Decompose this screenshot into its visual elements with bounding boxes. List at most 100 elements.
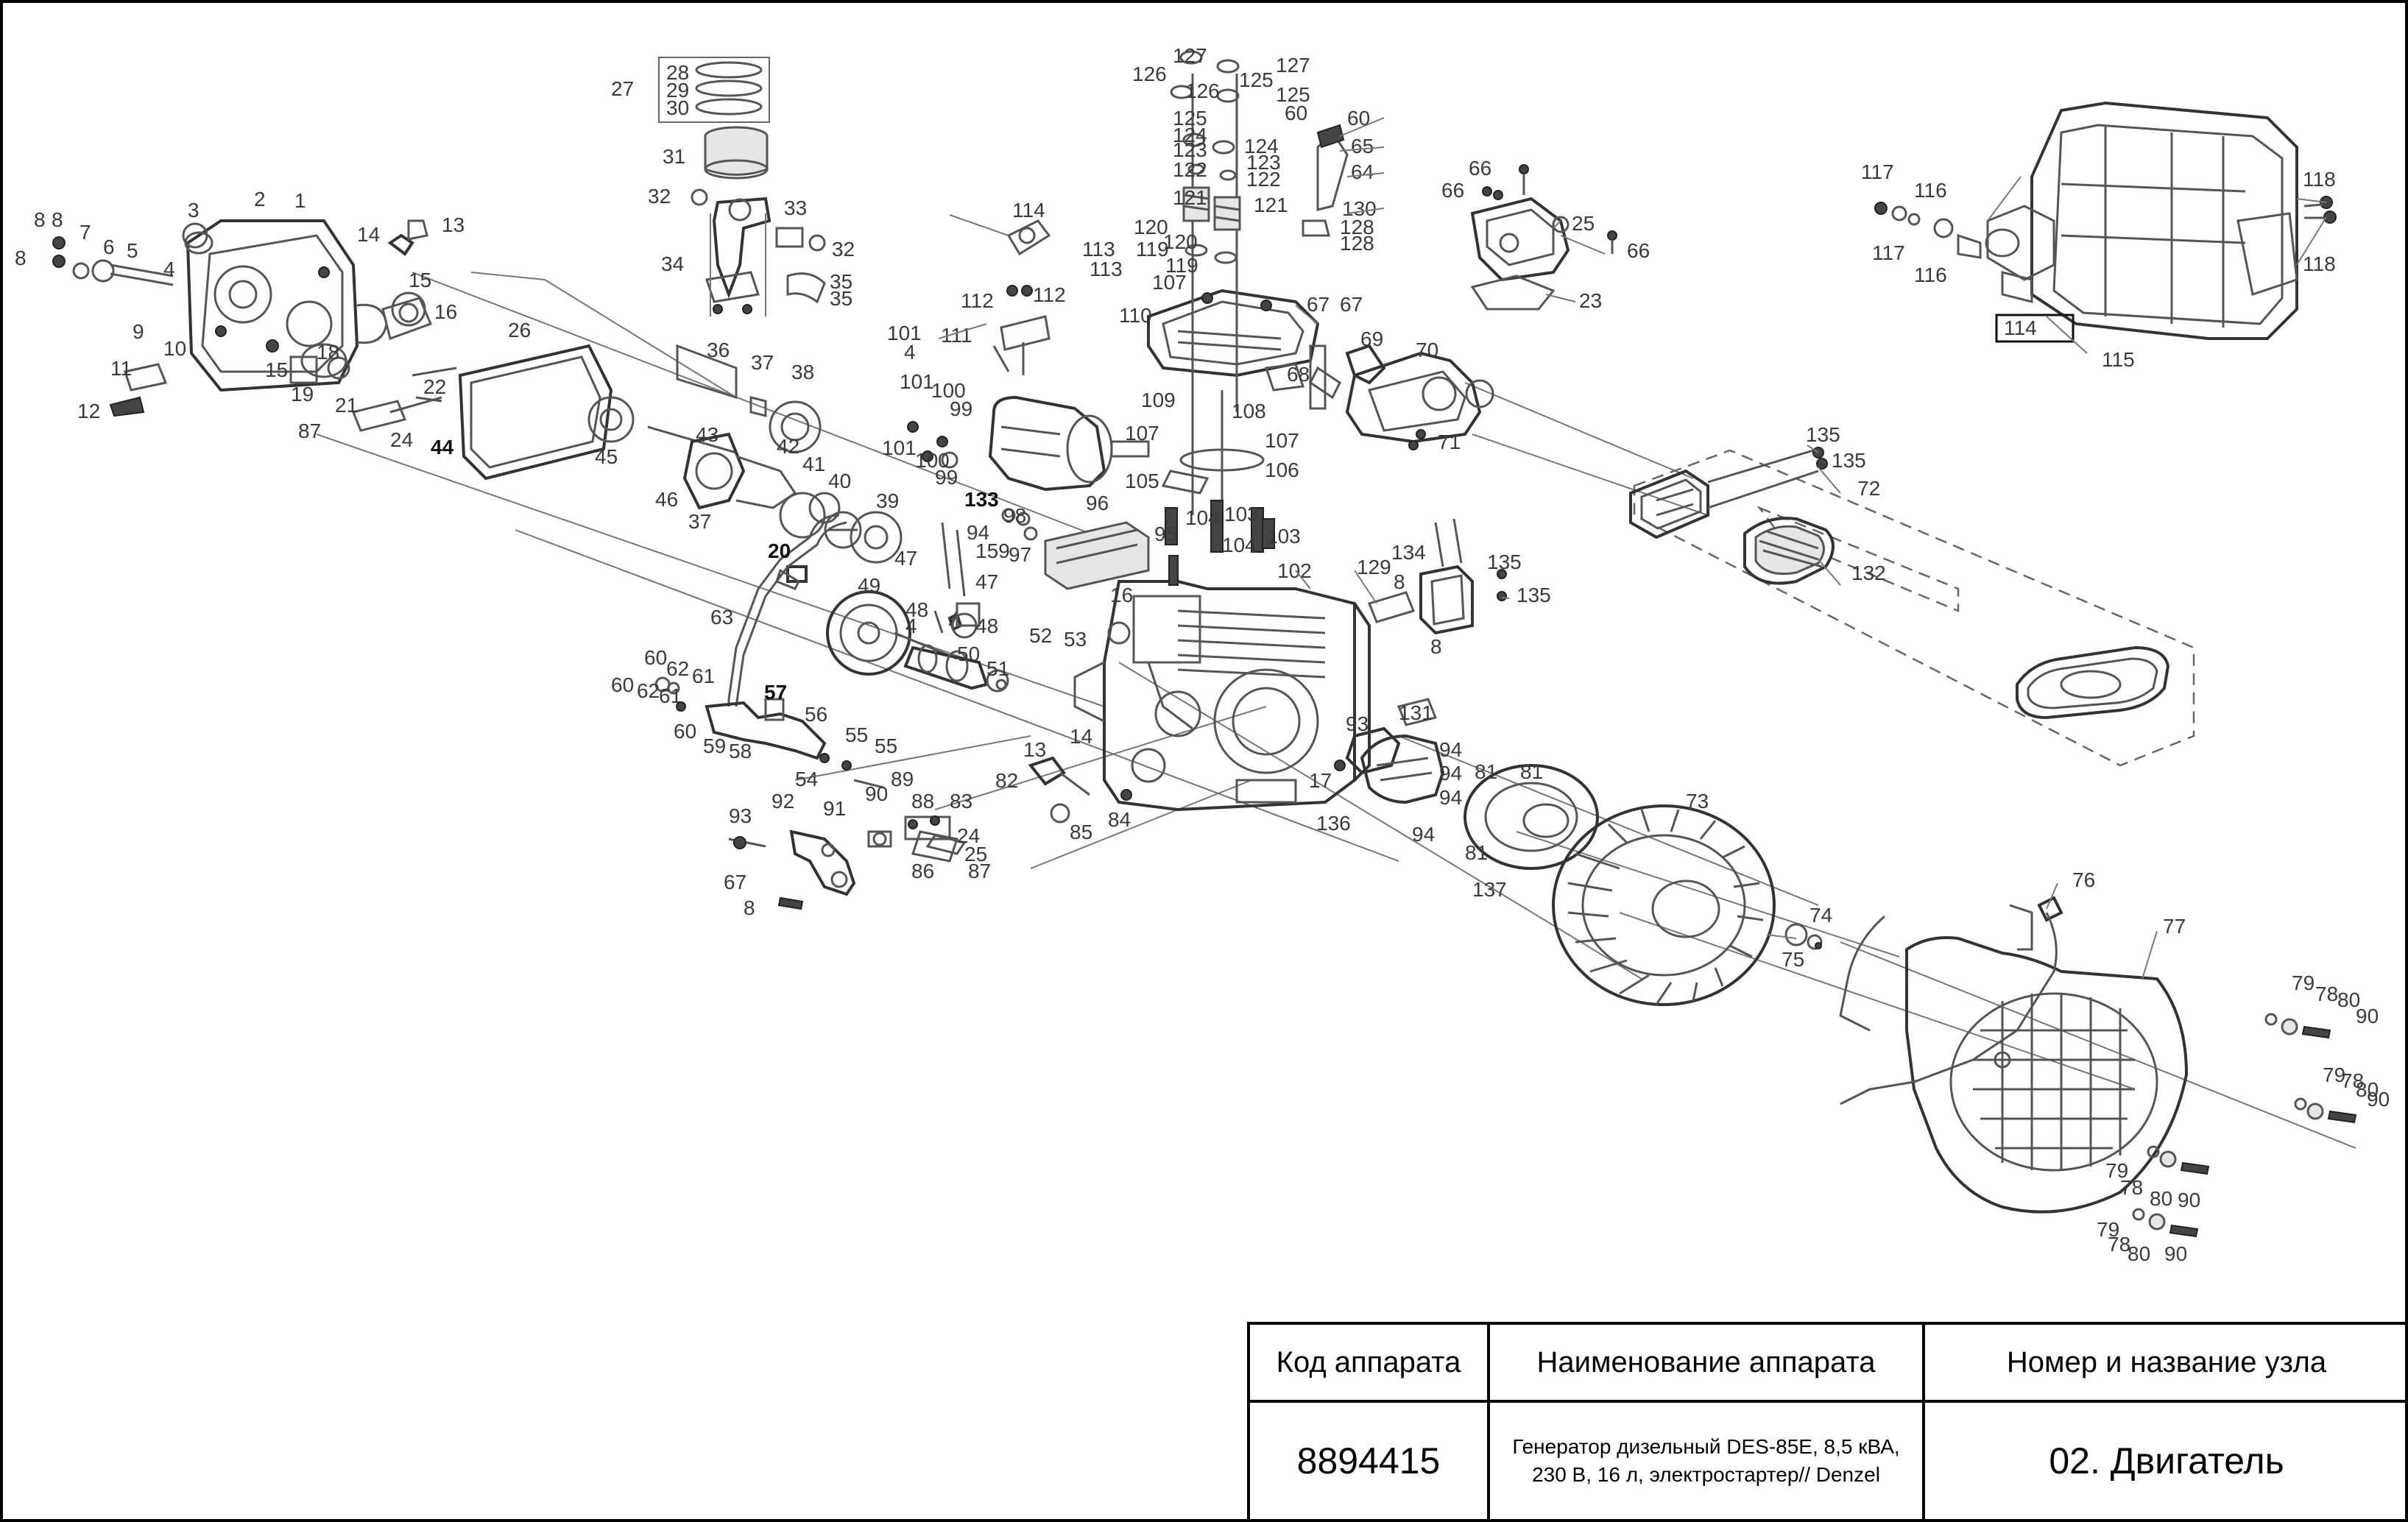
part-label: 47 bbox=[975, 570, 998, 593]
part-label: 90 bbox=[2164, 1242, 2187, 1265]
part-label: 66 bbox=[1469, 157, 1491, 180]
part-label: 120 bbox=[1134, 216, 1168, 238]
rocker-arm-and-starter bbox=[907, 219, 1150, 639]
part-label: 24 bbox=[957, 824, 980, 847]
part-label: 122 bbox=[1246, 168, 1281, 191]
part-label: 13 bbox=[1023, 738, 1046, 761]
part-label: 123 bbox=[1173, 138, 1207, 161]
part-label: 81 bbox=[1520, 760, 1543, 783]
part-label: 89 bbox=[891, 768, 914, 790]
part-label: 131 bbox=[1399, 701, 1433, 724]
part-label: 124 bbox=[1244, 135, 1279, 157]
part-label: 90 bbox=[2356, 1005, 2379, 1027]
part-label: 11 bbox=[110, 357, 132, 380]
part-label: 107 bbox=[1265, 429, 1299, 452]
part-label: 94 bbox=[967, 521, 989, 544]
part-label: 80 bbox=[2337, 988, 2360, 1011]
part-label: 8 bbox=[1430, 635, 1442, 658]
part-label: 55 bbox=[875, 735, 897, 757]
part-label: 35 bbox=[830, 270, 852, 293]
part-label: 45 bbox=[595, 445, 618, 468]
part-label: 80 bbox=[2128, 1242, 2150, 1265]
part-label: 16 bbox=[1110, 584, 1133, 606]
oil-pipe-and-fuel-pump bbox=[654, 514, 852, 771]
part-label: 159 bbox=[975, 539, 1010, 562]
part-label: 5 bbox=[127, 239, 138, 262]
part-label: 42 bbox=[777, 435, 799, 458]
part-label: 112 bbox=[961, 289, 994, 312]
part-label: 86 bbox=[911, 860, 934, 882]
part-label: 119 bbox=[1136, 238, 1169, 261]
part-label: 69 bbox=[1360, 328, 1383, 350]
part-label: 137 bbox=[1472, 878, 1507, 901]
part-label: 27 bbox=[611, 77, 634, 100]
part-label: 80 bbox=[2356, 1078, 2379, 1101]
housing-fasteners bbox=[2132, 1013, 2357, 1238]
part-label: 41 bbox=[802, 453, 825, 475]
part-label: 75 bbox=[1782, 948, 1804, 971]
crankcase-gasket-and-crankshaft bbox=[351, 344, 903, 564]
part-label: 48 bbox=[975, 615, 998, 637]
part-label: 3 bbox=[188, 199, 200, 222]
part-label: 8 bbox=[1394, 570, 1405, 593]
part-label: 113 bbox=[1082, 238, 1115, 261]
timing-gear-camshaft bbox=[786, 511, 1009, 693]
governor-linkage bbox=[728, 815, 967, 910]
part-label: 2 bbox=[254, 188, 266, 210]
part-label: 6 bbox=[103, 236, 115, 258]
part-label: 65 bbox=[1351, 135, 1374, 157]
part-label: 14 bbox=[357, 223, 380, 246]
part-label: 85 bbox=[1070, 821, 1092, 843]
part-label: 24 bbox=[390, 428, 413, 451]
part-label: 52 bbox=[1029, 624, 1052, 647]
part-label: 21 bbox=[335, 394, 358, 417]
part-label: 101 bbox=[887, 322, 922, 344]
part-label: 7 bbox=[80, 221, 91, 244]
part-label: 60 bbox=[674, 720, 696, 743]
part-label: 14 bbox=[1070, 725, 1092, 748]
gear-case-cover-group bbox=[52, 219, 433, 417]
part-label: 57 bbox=[764, 681, 787, 704]
part-label: 33 bbox=[784, 197, 807, 219]
title-block: Код аппарата Наименование аппарата Номер… bbox=[1247, 1322, 2408, 1522]
part-label: 127 bbox=[1276, 54, 1310, 77]
part-label: 72 bbox=[1857, 477, 1880, 500]
part-label: 125 bbox=[1276, 83, 1310, 106]
part-label: 118 bbox=[2303, 252, 2336, 275]
part-label: 88 bbox=[911, 790, 934, 813]
part-label: 64 bbox=[1351, 160, 1374, 183]
part-label: 135 bbox=[1517, 584, 1551, 606]
part-label: 12 bbox=[77, 400, 100, 422]
part-label: 67 bbox=[1340, 293, 1363, 316]
part-label: 79 bbox=[2292, 971, 2315, 994]
part-label: 78 bbox=[2315, 983, 2338, 1005]
part-label: 104 bbox=[1222, 534, 1257, 556]
part-label: 35 bbox=[830, 287, 852, 310]
part-label: 133 bbox=[964, 488, 999, 511]
part-label: 107 bbox=[1152, 271, 1187, 294]
part-label: 37 bbox=[688, 510, 711, 533]
part-label: 77 bbox=[2163, 915, 2186, 938]
part-label: 111 bbox=[941, 324, 972, 347]
part-label: 10 bbox=[163, 337, 186, 360]
part-label: 117 bbox=[1861, 160, 1894, 183]
part-label: 23 bbox=[1579, 289, 1602, 312]
part-label: 117 bbox=[1872, 241, 1905, 264]
part-label: 25 bbox=[1572, 212, 1595, 235]
part-label: 83 bbox=[950, 790, 972, 813]
part-label: 136 bbox=[1316, 812, 1351, 835]
part-label: 105 bbox=[1125, 470, 1159, 492]
part-label: 115 bbox=[2102, 348, 2135, 371]
part-label: 60 bbox=[644, 646, 667, 669]
part-label: 76 bbox=[2072, 868, 2095, 891]
part-label: 108 bbox=[1232, 400, 1266, 422]
part-label: 90 bbox=[865, 782, 888, 805]
part-label: 74 bbox=[1809, 904, 1832, 927]
part-label: 40 bbox=[828, 470, 851, 492]
part-label: 29 bbox=[666, 79, 689, 102]
part-label: 48 bbox=[905, 598, 928, 621]
part-label: 99 bbox=[950, 397, 972, 420]
